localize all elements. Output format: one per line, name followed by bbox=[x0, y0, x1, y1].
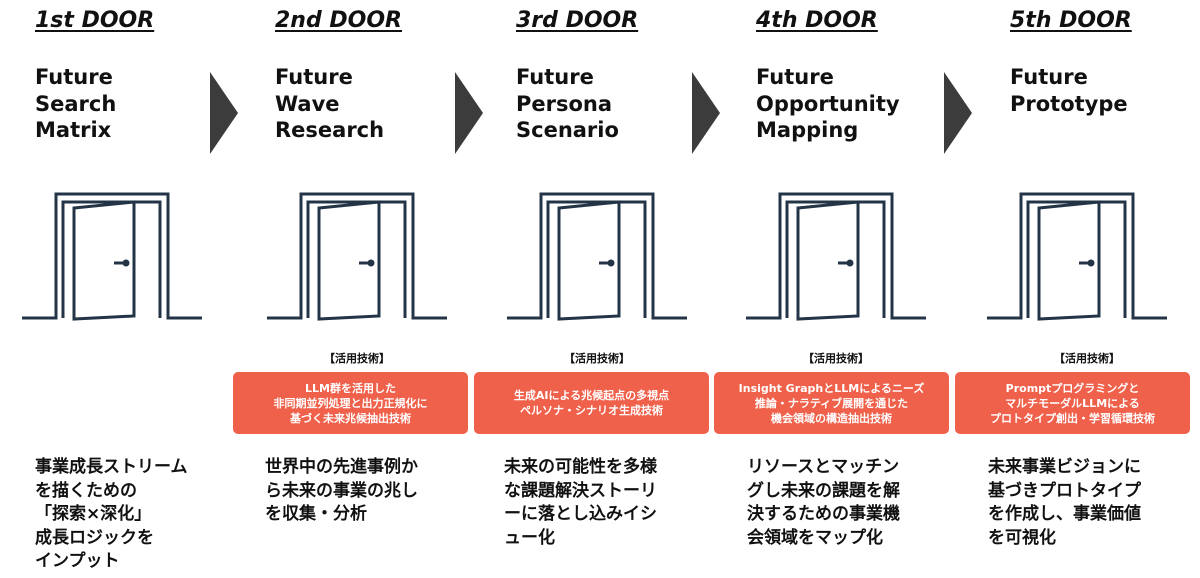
tech-box: LLM群を活用した 非同期並列処理と出力正規化に 基づく未来兆候抽出技術 bbox=[233, 372, 468, 434]
door-description: 事業成長ストリーム を描くための 「探索×深化」 成長ロジックを インプット bbox=[35, 456, 188, 574]
door-step-2: 2nd DOOR Future Wave Research 【活用技術】 LLM… bbox=[233, 0, 515, 578]
door-step-3: 3rd DOOR Future Persona Scenario 【活用技術】 … bbox=[474, 0, 756, 578]
door-title: 1st DOOR bbox=[35, 8, 155, 33]
chevron-right-arrow-icon bbox=[944, 72, 972, 154]
description-line: インプット bbox=[35, 551, 120, 571]
method-name-line: Future bbox=[35, 65, 113, 89]
method-name-line: Future bbox=[275, 65, 353, 89]
description-line: を作成し、事業価値 bbox=[988, 504, 1141, 524]
method-name-line: Future bbox=[1010, 65, 1088, 89]
method-name-line: Research bbox=[275, 118, 385, 142]
method-name: Future Opportunity Mapping bbox=[756, 64, 900, 144]
chevron-right-arrow-icon bbox=[692, 72, 720, 154]
tech-label: 【活用技術】 bbox=[1054, 352, 1120, 365]
door-title: 2nd DOOR bbox=[275, 8, 402, 33]
method-name-line: Wave bbox=[275, 91, 340, 116]
open-door-icon bbox=[507, 192, 687, 321]
tech-label: 【活用技術】 bbox=[803, 352, 869, 365]
tech-box: Insight GraphとLLMによるニーズ 推論・ナラティブ展開を通じた 機… bbox=[714, 372, 949, 434]
method-name-line: Future bbox=[516, 65, 594, 89]
method-name-line: Future bbox=[756, 65, 834, 89]
method-name: Future Search Matrix bbox=[35, 64, 116, 144]
description-line: ーに落とし込みイシ bbox=[504, 504, 657, 524]
tech-label: 【活用技術】 bbox=[564, 352, 630, 365]
door-step-1: 1st DOOR Future Search Matrix 事業成長ストリーム … bbox=[22, 0, 275, 578]
open-door-icon bbox=[746, 192, 926, 321]
method-name-line: Search bbox=[35, 91, 117, 116]
door-title: 3rd DOOR bbox=[516, 8, 639, 33]
door-title: 4th DOOR bbox=[756, 8, 878, 33]
door-description: リソースとマッチン グし未来の課題を解 決するための事業機 会領域をマップ化 bbox=[747, 456, 900, 550]
method-name: Future Wave Research bbox=[275, 64, 384, 144]
tech-line: Promptプログラミングと bbox=[1005, 381, 1140, 395]
tech-line: プロトタイプ創出・学習循環技術 bbox=[990, 411, 1155, 425]
description-line: 決するための事業機 bbox=[747, 504, 900, 524]
tech-line: マルチモーダルLLMによる bbox=[1005, 396, 1140, 410]
door-step-5: 5th DOOR Future Prototype 【活用技術】 Promptプ… bbox=[955, 0, 1200, 578]
tech-line: 基づく未来兆候抽出技術 bbox=[290, 411, 411, 425]
method-name-line: Matrix bbox=[35, 118, 112, 142]
chevron-right-arrow-icon bbox=[455, 72, 483, 154]
door-description: 世界中の先進事例か ら未来の事業の兆し を収集・分析 bbox=[265, 456, 418, 527]
description-line: 世界中の先進事例か bbox=[265, 457, 418, 477]
description-line: 未来の可能性を多様 bbox=[504, 457, 657, 477]
open-door-icon bbox=[267, 192, 447, 321]
method-name-line: Persona bbox=[516, 91, 613, 116]
description-line: 事業成長ストリーム bbox=[35, 457, 188, 477]
method-name-line: Opportunity bbox=[756, 91, 900, 116]
description-line: ュー化 bbox=[504, 527, 555, 548]
open-door-icon bbox=[987, 192, 1167, 321]
method-name: Future Persona Scenario bbox=[516, 64, 619, 144]
description-line: 基づきプロトタイプ bbox=[988, 480, 1141, 501]
tech-label: 【活用技術】 bbox=[324, 352, 390, 365]
tech-line: 非同期並列処理と出力正規化に bbox=[273, 396, 428, 410]
tech-line: 機会領域の構造抽出技術 bbox=[771, 411, 892, 425]
tech-box: 生成AIによる兆候起点の多視点 ペルソナ・シナリオ生成技術 bbox=[474, 372, 709, 434]
door-title: 5th DOOR bbox=[1010, 8, 1132, 33]
open-door-icon bbox=[22, 192, 202, 321]
door-step-4: 4th DOOR Future Opportunity Mapping 【活用技… bbox=[714, 0, 996, 578]
tech-box: Promptプログラミングと マルチモーダルLLMによる プロトタイプ創出・学習… bbox=[955, 372, 1190, 434]
description-line: を描くための bbox=[35, 480, 137, 501]
description-line: 会領域をマップ化 bbox=[747, 527, 883, 548]
method-name-line: Mapping bbox=[756, 118, 859, 142]
method-name-line: Scenario bbox=[516, 118, 619, 142]
tech-line: ペルソナ・シナリオ生成技術 bbox=[520, 404, 663, 417]
chevron-right-arrow-icon bbox=[210, 72, 238, 154]
description-line: を可視化 bbox=[988, 527, 1056, 548]
tech-line: 生成AIによる兆候起点の多視点 bbox=[513, 389, 670, 402]
description-line: 「探索×深化」 bbox=[35, 504, 152, 524]
description-line: リソースとマッチン bbox=[747, 457, 900, 477]
description-line: ら未来の事業の兆し bbox=[265, 480, 418, 501]
description-line: 成長ロジックを bbox=[35, 527, 154, 548]
tech-line: LLM群を活用した bbox=[305, 381, 396, 395]
description-line: な課題解決ストーリ bbox=[504, 480, 657, 501]
tech-line: 推論・ナラティブ展開を通じた bbox=[754, 396, 909, 410]
description-line: グし未来の課題を解 bbox=[747, 480, 900, 501]
method-name-line: Prototype bbox=[1010, 91, 1128, 116]
description-line: を収集・分析 bbox=[265, 504, 367, 524]
door-description: 未来の可能性を多様 な課題解決ストーリ ーに落とし込みイシ ュー化 bbox=[504, 456, 657, 550]
method-name: Future Prototype bbox=[1010, 64, 1128, 117]
door-description: 未来事業ビジョンに 基づきプロトタイプ を作成し、事業価値 を可視化 bbox=[988, 456, 1141, 550]
description-line: 未来事業ビジョンに bbox=[988, 457, 1141, 477]
tech-line: Insight GraphとLLMによるニーズ bbox=[738, 381, 925, 395]
